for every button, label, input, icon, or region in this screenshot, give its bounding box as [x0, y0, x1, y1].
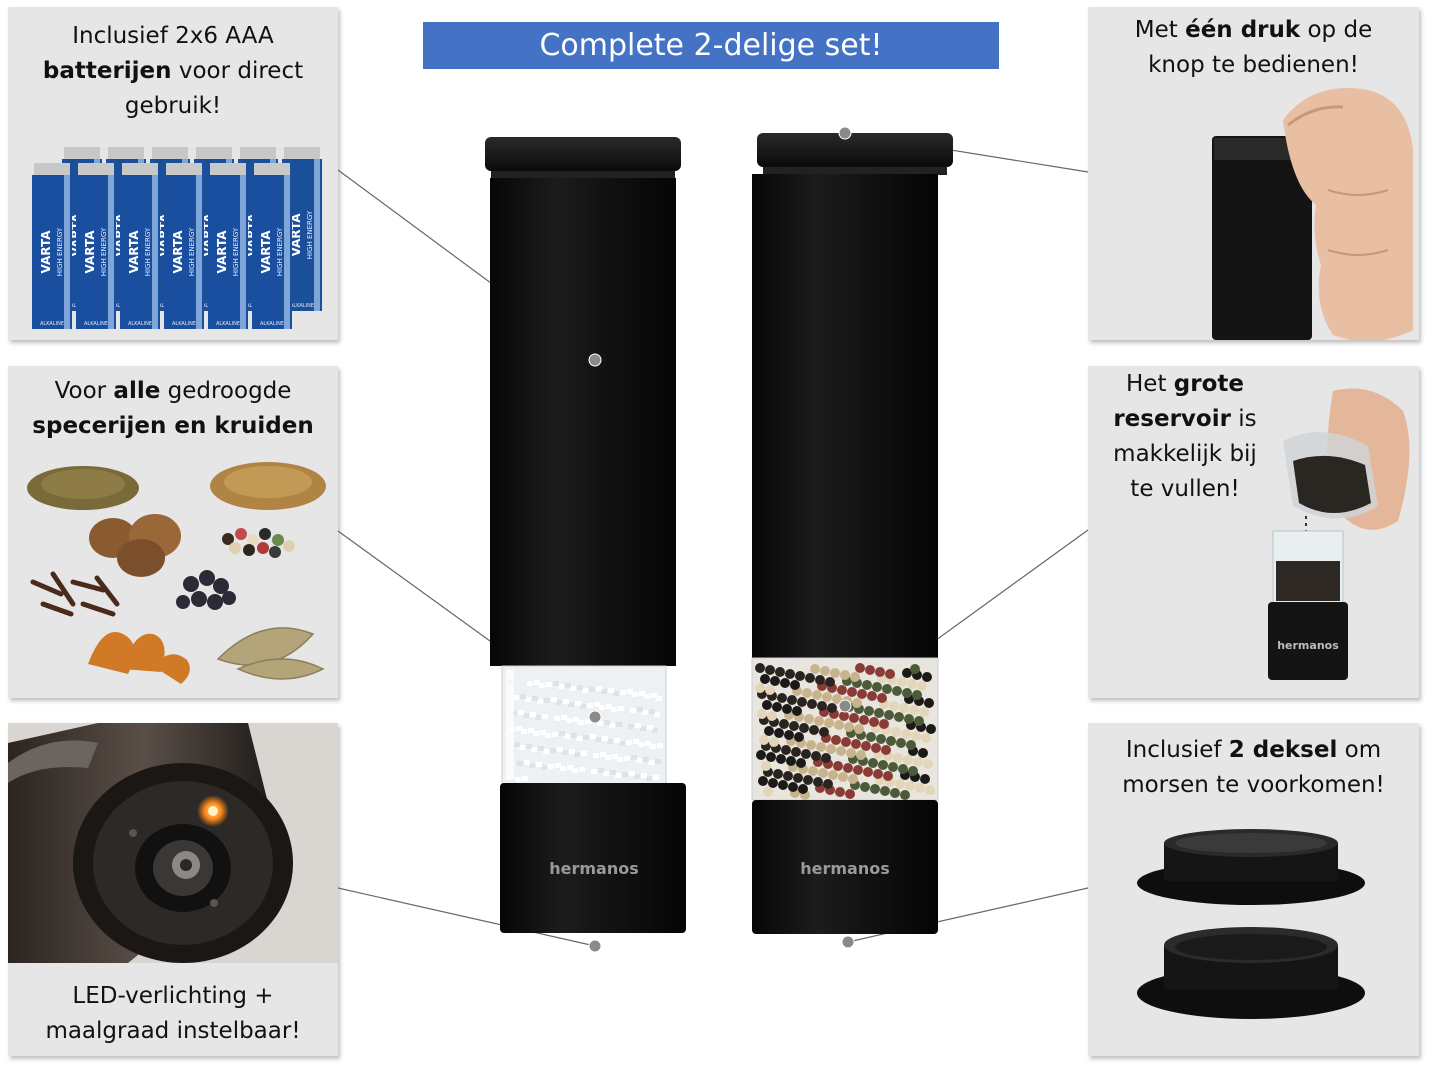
reservoir-caption: Het grote reservoir is makkelijk bij te … [1113, 371, 1257, 502]
salt-grinder: hermanos [485, 137, 686, 933]
lid-top [1137, 829, 1365, 905]
pepper-grinder-base [752, 800, 938, 934]
reservoir-brand-label: hermanos [1277, 639, 1339, 652]
battery-type-label: ALKALINE [128, 321, 152, 327]
battery-type-label: ALKALINE [172, 321, 196, 327]
battery-brand-label: VARTA [83, 230, 97, 274]
orange-peel [88, 632, 190, 684]
refill-image: hermanos [1268, 388, 1410, 680]
battery-brand-label: VARTA [259, 230, 273, 274]
title-banner: Complete 2-delige set! [423, 22, 999, 69]
lids-caption: Inclusief 2 deksel om morsen te voorkome… [1122, 737, 1385, 798]
battery-line-label: HIGH ENERGY [232, 227, 240, 276]
pepper-grinder-brand: hermanos [800, 859, 890, 878]
led-closeup-image [8, 723, 338, 963]
panel-button: Met één druk op de knop te bedienen! [1088, 7, 1419, 340]
grinder-in-hand [1212, 136, 1312, 340]
spices-image [27, 462, 326, 684]
bay-leaves [216, 627, 325, 680]
panel-batteries: Inclusief 2x6 AAA batterijen voor direct… [8, 7, 338, 340]
battery-brand-label: VARTA [289, 213, 303, 257]
battery-brand-label: VARTA [171, 230, 185, 274]
battery-line-label: HIGH ENERGY [306, 210, 314, 259]
callout-dots [588, 126, 855, 953]
panel-spices: Voor alle gedroogde specerijen en kruide… [8, 366, 338, 698]
battery-brand-label: VARTA [127, 230, 141, 274]
battery-type-label: ALKALINE [260, 321, 284, 327]
open-grinder-base [1268, 602, 1348, 680]
salt-grinder-cap [485, 137, 681, 171]
battery-type-label: ALKALINE [216, 321, 240, 327]
juniper-berries [176, 570, 236, 610]
spices-caption: Voor alle gedroogde specerijen en kruide… [32, 378, 314, 439]
lid-bottom [1137, 927, 1365, 1019]
battery-line-label: HIGH ENERGY [144, 227, 152, 276]
battery-brand-label: VARTA [39, 230, 53, 274]
battery-line-label: HIGH ENERGY [56, 227, 64, 276]
salt-grinder-body [490, 178, 676, 666]
button-caption: Met één druk op de knop te bedienen! [1134, 17, 1373, 78]
panel-reservoir: Het grote reservoir is makkelijk bij te … [1088, 366, 1419, 698]
battery-line-label: HIGH ENERGY [100, 227, 108, 276]
battery-type-label: ALKALINE [84, 321, 108, 327]
batteries-caption: Inclusief 2x6 AAA batterijen voor direct… [42, 23, 304, 119]
pepper-grinder-cap [757, 133, 953, 167]
salt-grinder-base [500, 783, 686, 933]
battery-type-label: ALKALINE [40, 321, 64, 327]
pepper-grinder: hermanos [751, 133, 953, 934]
callout-lines [337, 132, 1089, 947]
cloves [30, 571, 120, 617]
panel-led: LED-verlichting + maalgraad instelbaar! [8, 723, 338, 1056]
led-caption: LED-verlichting + maalgraad instelbaar! [45, 983, 301, 1044]
hand [1283, 88, 1413, 340]
battery-line-label: HIGH ENERGY [276, 227, 284, 276]
battery-brand-label: VARTA [215, 230, 229, 274]
hand-press-image [1212, 88, 1413, 340]
battery-line-label: HIGH ENERGY [188, 227, 196, 276]
battery-type-label: ALKALINE [290, 303, 314, 309]
lids-image [1137, 829, 1365, 1019]
salt-grinder-brand: hermanos [549, 859, 639, 878]
pepper-grinder-body [752, 174, 938, 662]
pepper-mix [222, 528, 295, 558]
panel-lids: Inclusief 2 deksel om morsen te voorkome… [1088, 723, 1419, 1056]
